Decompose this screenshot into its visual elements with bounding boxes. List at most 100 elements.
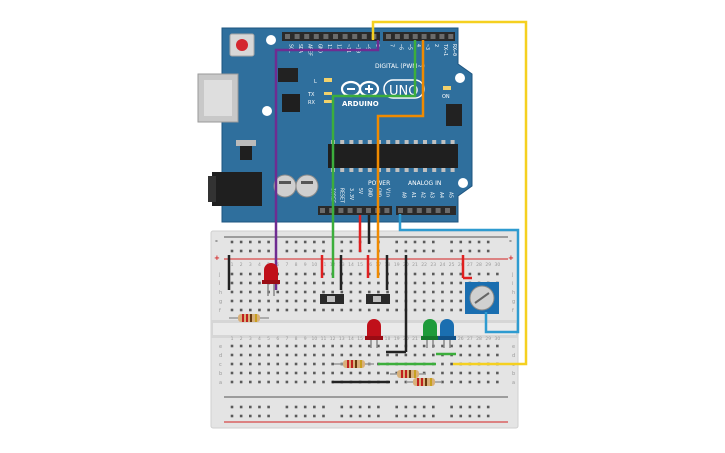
breadboard-hole[interactable] xyxy=(477,272,481,276)
breadboard-hole[interactable] xyxy=(386,371,389,375)
rail-hole[interactable] xyxy=(459,405,463,409)
breadboard-hole[interactable] xyxy=(367,290,371,294)
rail-hole[interactable] xyxy=(468,405,472,409)
rail-hole[interactable] xyxy=(267,405,270,409)
rail-hole[interactable] xyxy=(340,405,344,409)
rail-hole[interactable] xyxy=(358,414,362,418)
rail-hole[interactable] xyxy=(413,405,417,409)
rail-hole[interactable] xyxy=(450,240,453,244)
breadboard-hole[interactable] xyxy=(413,281,417,285)
rail-hole[interactable] xyxy=(294,414,298,418)
breadboard-hole[interactable] xyxy=(395,272,398,276)
breadboard-hole[interactable] xyxy=(258,272,261,276)
rail-hole[interactable] xyxy=(477,240,481,244)
rail-hole[interactable] xyxy=(477,249,481,253)
breadboard-hole[interactable] xyxy=(285,371,289,375)
rail-hole[interactable] xyxy=(459,240,463,244)
rail-hole[interactable] xyxy=(294,249,298,253)
breadboard-hole[interactable] xyxy=(413,353,417,357)
breadboard-hole[interactable] xyxy=(285,290,289,294)
breadboard-hole[interactable] xyxy=(276,299,280,303)
breadboard-hole[interactable] xyxy=(303,362,307,366)
rail-hole[interactable] xyxy=(450,405,453,409)
breadboard-hole[interactable] xyxy=(468,353,472,357)
rail-hole[interactable] xyxy=(404,240,408,244)
breadboard-hole[interactable] xyxy=(422,344,426,348)
breadboard-hole[interactable] xyxy=(450,362,453,366)
resistor-1[interactable] xyxy=(229,314,269,322)
breadboard-hole[interactable] xyxy=(294,272,298,276)
breadboard-hole[interactable] xyxy=(404,353,408,357)
breadboard-hole[interactable] xyxy=(258,380,261,384)
breadboard-hole[interactable] xyxy=(496,380,499,384)
rail-hole[interactable] xyxy=(294,240,298,244)
digital-pin-holes[interactable] xyxy=(285,34,454,39)
breadboard-hole[interactable] xyxy=(432,272,435,276)
breadboard-hole[interactable] xyxy=(358,308,362,312)
header-pin-hole[interactable] xyxy=(347,208,353,213)
header-pin-hole[interactable] xyxy=(366,208,371,213)
rail-hole[interactable] xyxy=(230,249,234,253)
breadboard-hole[interactable] xyxy=(367,281,371,285)
breadboard-hole[interactable] xyxy=(349,281,353,285)
breadboard-hole[interactable] xyxy=(322,290,325,294)
breadboard[interactable]: - + - + 11223344556677889910101111121213… xyxy=(210,230,519,429)
rail-hole[interactable] xyxy=(377,405,380,409)
breadboard-hole[interactable] xyxy=(285,362,289,366)
breadboard-hole[interactable] xyxy=(496,353,499,357)
breadboard-hole[interactable] xyxy=(459,371,463,375)
breadboard-hole[interactable] xyxy=(468,344,472,348)
breadboard-hole[interactable] xyxy=(239,281,243,285)
breadboard-hole[interactable] xyxy=(422,290,426,294)
breadboard-hole[interactable] xyxy=(249,371,252,375)
breadboard-hole[interactable] xyxy=(239,290,243,294)
breadboard-hole[interactable] xyxy=(258,308,261,312)
breadboard-hole[interactable] xyxy=(294,362,298,366)
breadboard-hole[interactable] xyxy=(239,380,243,384)
breadboard-hole[interactable] xyxy=(395,281,398,285)
header-pin-hole[interactable] xyxy=(361,34,367,39)
breadboard-hole[interactable] xyxy=(258,290,261,294)
breadboard-hole[interactable] xyxy=(496,272,499,276)
rail-hole[interactable] xyxy=(413,240,417,244)
breadboard-hole[interactable] xyxy=(404,380,408,384)
breadboard-hole[interactable] xyxy=(358,281,362,285)
breadboard-hole[interactable] xyxy=(349,371,353,375)
header-pin-hole[interactable] xyxy=(294,34,300,39)
rail-hole[interactable] xyxy=(239,240,243,244)
breadboard-hole[interactable] xyxy=(313,308,316,312)
rail-hole[interactable] xyxy=(285,405,289,409)
breadboard-hole[interactable] xyxy=(459,299,463,303)
breadboard-hole[interactable] xyxy=(413,308,417,312)
breadboard-hole[interactable] xyxy=(377,344,380,348)
breadboard-hole[interactable] xyxy=(303,272,307,276)
slide-switch-2[interactable] xyxy=(366,294,390,304)
rail-hole[interactable] xyxy=(413,414,417,418)
breadboard-hole[interactable] xyxy=(331,290,334,294)
header-pin-hole[interactable] xyxy=(304,34,310,39)
breadboard-hole[interactable] xyxy=(230,344,234,348)
header-pin-hole[interactable] xyxy=(416,208,422,213)
rail-hole[interactable] xyxy=(230,414,234,418)
breadboard-hole[interactable] xyxy=(285,353,289,357)
breadboard-hole[interactable] xyxy=(322,380,325,384)
rail-hole[interactable] xyxy=(486,249,490,253)
breadboard-hole[interactable] xyxy=(395,290,398,294)
breadboard-hole[interactable] xyxy=(303,371,307,375)
breadboard-hole[interactable] xyxy=(422,281,426,285)
wire-blue-a0[interactable] xyxy=(398,214,520,334)
rail-hole[interactable] xyxy=(422,249,426,253)
breadboard-hole[interactable] xyxy=(331,353,334,357)
breadboard-hole[interactable] xyxy=(349,344,353,348)
rail-hole[interactable] xyxy=(468,414,472,418)
rail-hole[interactable] xyxy=(230,240,234,244)
breadboard-hole[interactable] xyxy=(230,290,234,294)
breadboard-hole[interactable] xyxy=(313,362,316,366)
breadboard-hole[interactable] xyxy=(441,299,444,303)
rail-hole[interactable] xyxy=(367,249,371,253)
breadboard-hole[interactable] xyxy=(459,272,463,276)
potentiometer[interactable] xyxy=(465,282,499,314)
rail-hole[interactable] xyxy=(358,405,362,409)
breadboard-hole[interactable] xyxy=(249,308,252,312)
breadboard-hole[interactable] xyxy=(313,290,316,294)
